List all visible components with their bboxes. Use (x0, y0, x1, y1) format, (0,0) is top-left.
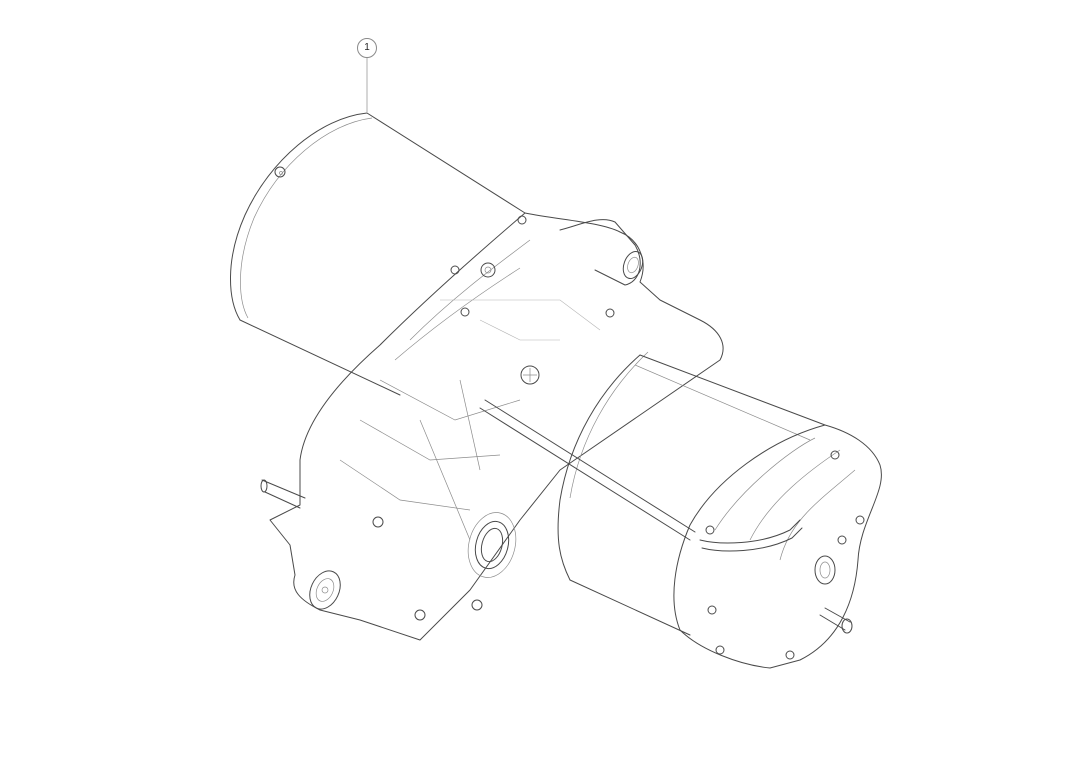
gearbox-housing (260, 212, 724, 641)
front-motor-cylinder (479, 351, 826, 636)
callout-1: 1 (357, 38, 377, 58)
front-end-cover (673, 424, 882, 669)
rear-motor-cylinder (230, 112, 527, 396)
callout-number: 1 (364, 42, 370, 53)
